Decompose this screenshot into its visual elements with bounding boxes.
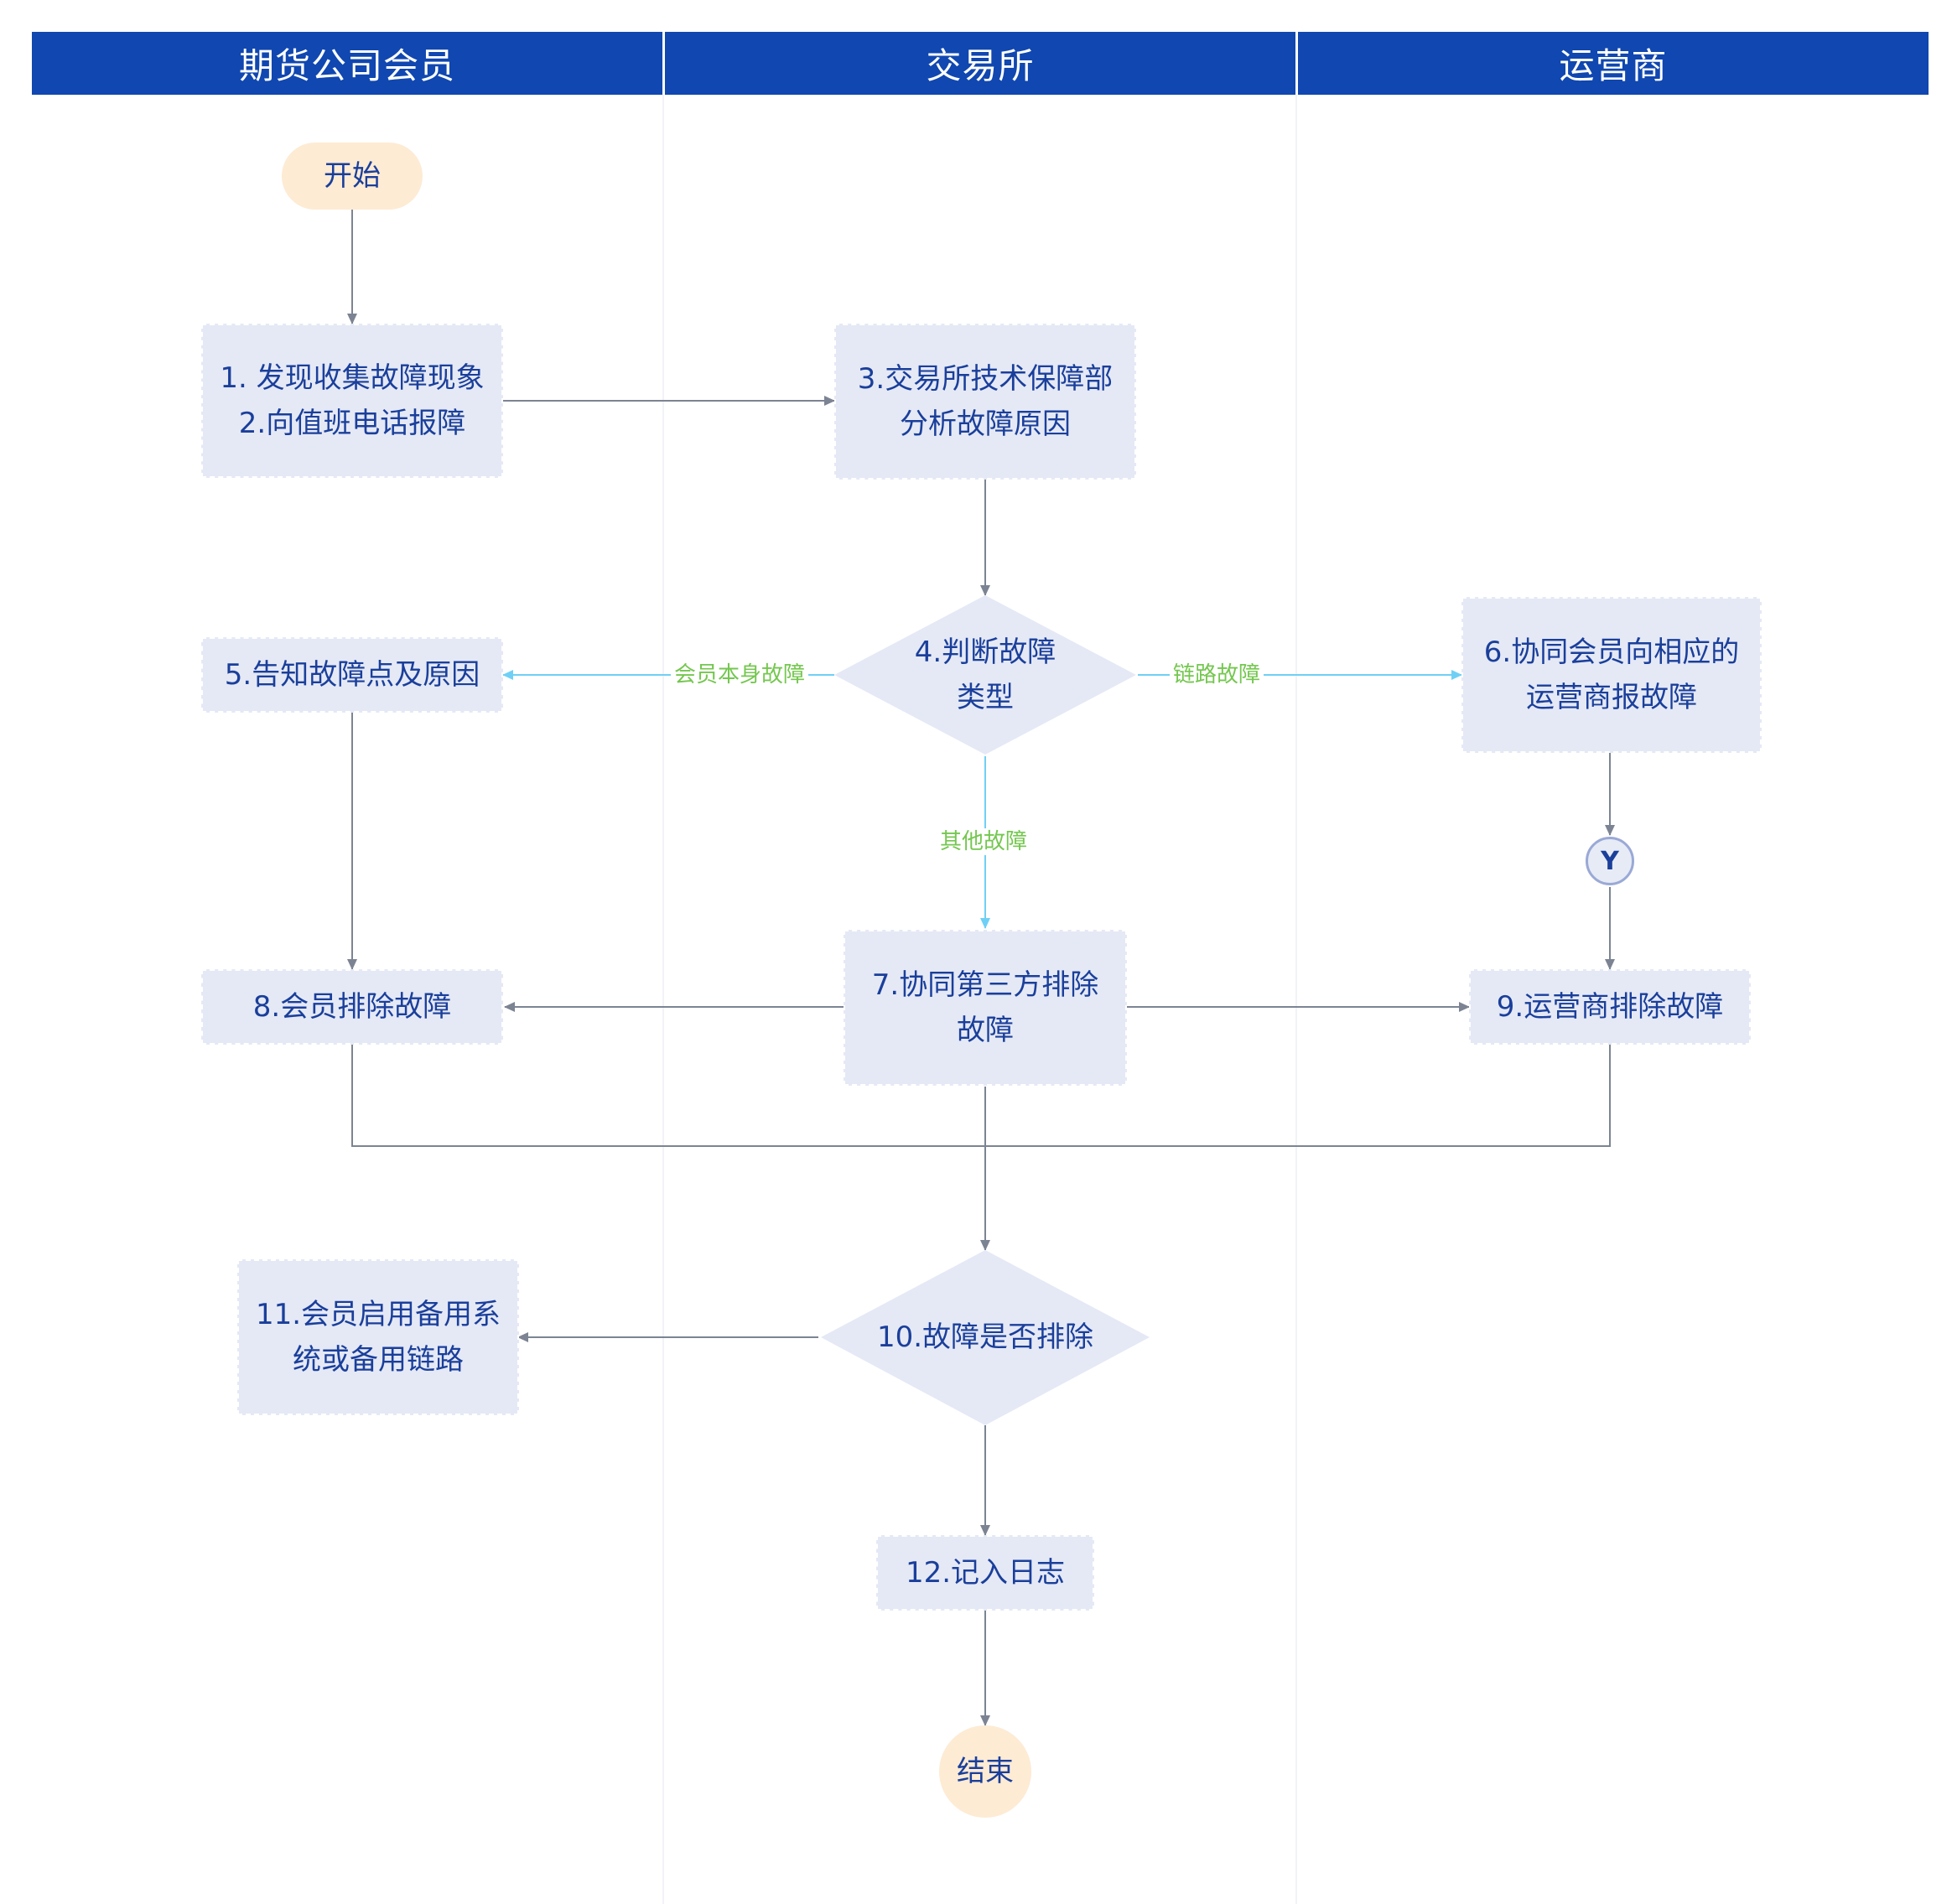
lane-header-operator: 运营商 bbox=[1298, 32, 1929, 95]
edge-label-other-fault: 其他故障 bbox=[937, 828, 1031, 855]
step-1-2-report-fault: 1. 发现收集故障现象 2.向值班电话报障 bbox=[201, 324, 503, 478]
step-11-backup-system: 11.会员启用备用系 统或备用链路 bbox=[237, 1259, 519, 1415]
lane-header-member: 期货公司会员 bbox=[32, 32, 662, 95]
lane-header-exchange: 交易所 bbox=[665, 32, 1295, 95]
decision-diamond-fault-type bbox=[834, 595, 1136, 755]
edge-label-member-fault: 会员本身故障 bbox=[671, 661, 809, 688]
end-node: 结束 bbox=[939, 1725, 1031, 1818]
step-8-member-fix: 8.会员排除故障 bbox=[201, 969, 503, 1045]
step-3-analyze-cause: 3.交易所技术保障部 分析故障原因 bbox=[834, 324, 1136, 480]
step-9-operator-fix: 9.运营商排除故障 bbox=[1469, 969, 1751, 1045]
step-4-judge-fault-type: 4.判断故障 类型 bbox=[914, 636, 1056, 714]
step-7-third-party-fix: 7.协同第三方排除 故障 bbox=[844, 930, 1127, 1086]
connector-y: Y bbox=[1586, 837, 1634, 885]
edge-label-link-fault: 链路故障 bbox=[1170, 661, 1264, 688]
edge-merge-n8-n9 bbox=[351, 1045, 1611, 1147]
step-5-notify-fault: 5.告知故障点及原因 bbox=[201, 637, 503, 713]
step-6-report-to-operator: 6.协同会员向相应的 运营商报故障 bbox=[1461, 597, 1762, 753]
start-node: 开始 bbox=[282, 143, 423, 210]
step-12-log: 12.记入日志 bbox=[876, 1535, 1094, 1611]
decision-diamond-resolved bbox=[821, 1250, 1150, 1425]
step-10-fault-resolved: 10.故障是否排除 bbox=[876, 1320, 1094, 1354]
